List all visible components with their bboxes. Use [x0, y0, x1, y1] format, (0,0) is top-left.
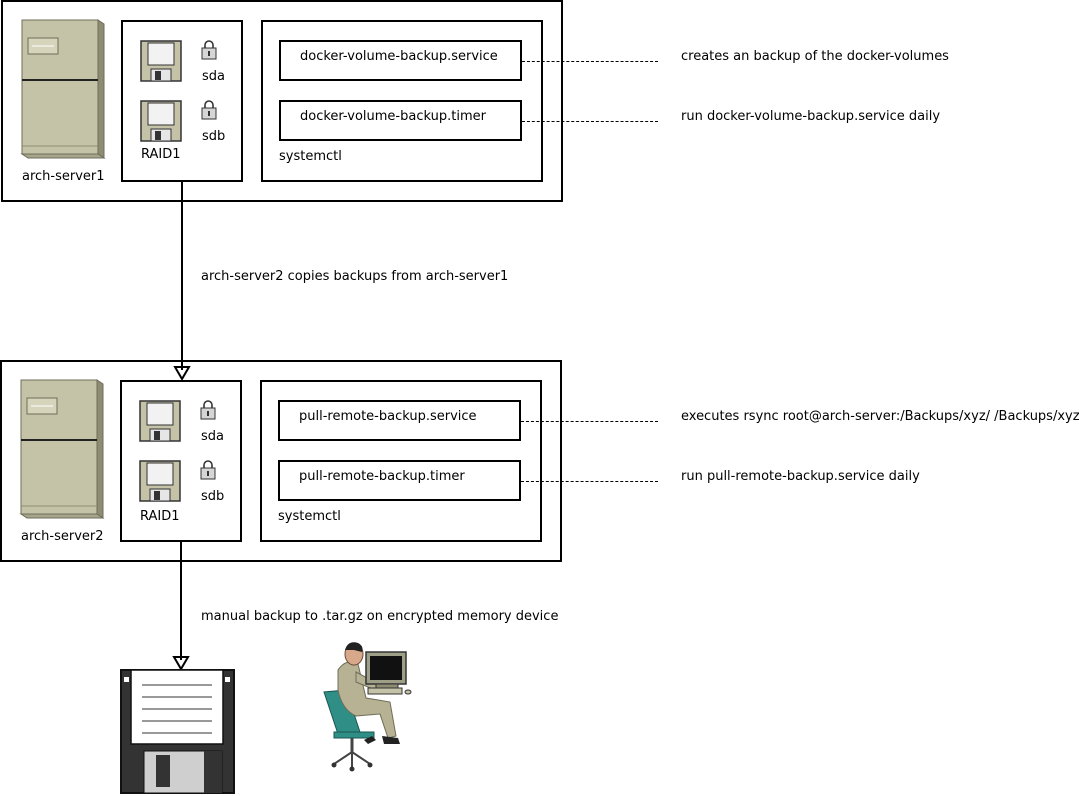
copy-note: arch-server2 copies backups from arch-se… — [201, 269, 509, 284]
server1-name: arch-server1 — [22, 169, 105, 184]
server2-timer-note: run pull-remote-backup.service daily — [681, 469, 920, 484]
server2-raid-label: RAID1 — [140, 509, 180, 524]
server2-raid-box — [120, 380, 242, 542]
server-tower-icon — [21, 19, 105, 159]
server2-container — [0, 360, 562, 562]
server-tower-icon — [20, 379, 104, 519]
floppy-disk-icon — [140, 40, 182, 82]
server1-service-connector — [522, 61, 658, 62]
server2-service-connector — [521, 421, 658, 422]
lock-icon — [200, 460, 216, 480]
server2-service-box — [278, 400, 521, 441]
server1-container — [1, 0, 563, 202]
copy-arrow — [173, 182, 191, 381]
manual-backup-note: manual backup to .tar.gz on encrypted me… — [201, 609, 559, 624]
server2-name: arch-server2 — [21, 529, 104, 544]
server2-disk-sda: sda — [201, 429, 224, 444]
server2-systemctl-box — [260, 380, 542, 542]
server1-timer-label: docker-volume-backup.timer — [300, 109, 486, 124]
server1-timer-box — [279, 100, 522, 141]
lock-icon — [201, 100, 217, 120]
server1-disk-sdb: sdb — [202, 129, 226, 144]
lock-icon — [200, 400, 216, 420]
server2-disk-sdb: sdb — [201, 489, 225, 504]
server1-service-note: creates an backup of the docker-volumes — [681, 49, 949, 64]
server1-raid-box — [121, 20, 243, 182]
server2-timer-connector — [521, 481, 658, 482]
server2-service-label: pull-remote-backup.service — [299, 409, 477, 424]
server1-service-box — [279, 40, 522, 81]
floppy-disk-icon — [139, 460, 181, 502]
server1-systemctl-box — [261, 20, 543, 182]
floppy-disk-icon — [120, 669, 235, 794]
manual-backup-arrow — [172, 542, 190, 671]
server1-timer-connector — [522, 121, 658, 122]
server2-timer-box — [278, 460, 521, 501]
server1-service-label: docker-volume-backup.service — [300, 49, 498, 64]
lock-icon — [201, 40, 217, 60]
floppy-disk-icon — [140, 100, 182, 142]
server1-systemctl-label: systemctl — [279, 149, 342, 164]
server2-systemctl-label: systemctl — [278, 509, 341, 524]
server1-disk-sda: sda — [202, 69, 225, 84]
server2-service-note: executes rsync root@arch-server:/Backups… — [681, 409, 1079, 424]
person-at-computer-icon — [323, 642, 412, 772]
server1-timer-note: run docker-volume-backup.service daily — [681, 109, 941, 124]
server1-raid-label: RAID1 — [141, 147, 181, 162]
server2-timer-label: pull-remote-backup.timer — [299, 469, 465, 484]
floppy-disk-icon — [139, 400, 181, 442]
